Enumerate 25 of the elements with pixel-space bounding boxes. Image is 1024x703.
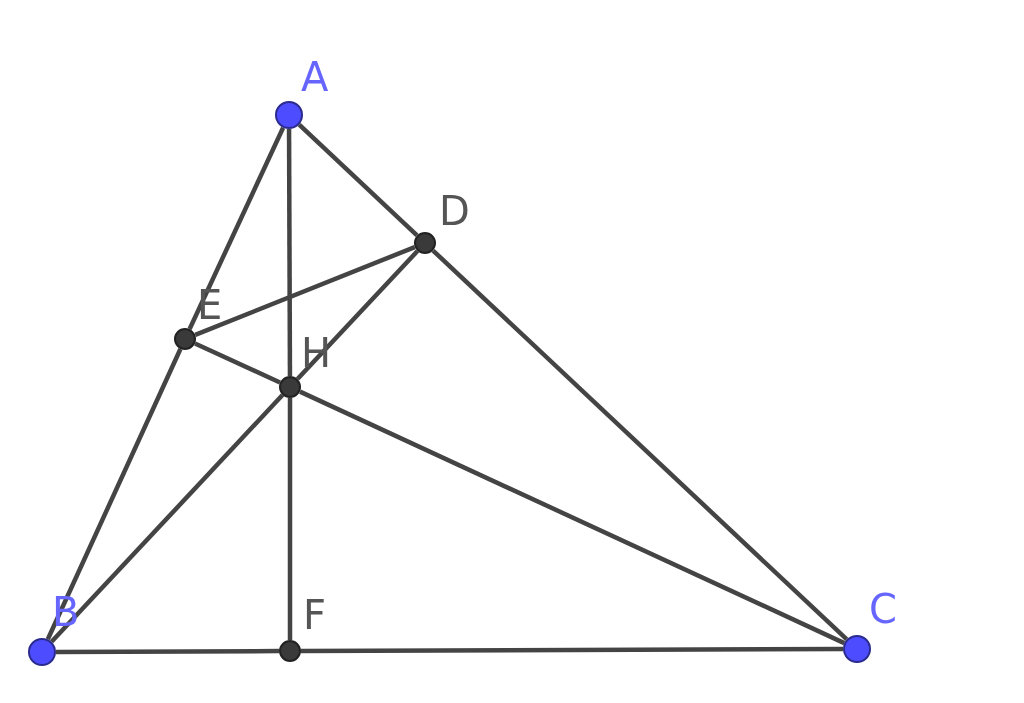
point	[279, 376, 301, 398]
line-segment	[194, 341, 281, 385]
point-label: D	[439, 191, 470, 231]
line-segment	[286, 129, 293, 376]
line-segment	[45, 348, 183, 641]
line-segment	[301, 646, 843, 654]
line-segment	[194, 245, 416, 337]
line-segment	[431, 248, 849, 642]
point	[174, 328, 196, 350]
point	[28, 638, 56, 666]
point	[275, 101, 303, 129]
point	[414, 232, 436, 254]
line-segment	[287, 398, 293, 640]
line-segment	[187, 126, 286, 330]
line-segment	[56, 648, 279, 655]
line-segment	[299, 389, 846, 646]
point	[279, 640, 301, 662]
line-segment	[49, 393, 285, 644]
point-label: A	[301, 57, 329, 97]
point-label: E	[197, 285, 223, 325]
line-segment	[297, 122, 419, 238]
point-label: C	[869, 589, 897, 629]
point	[843, 635, 871, 663]
line-segment	[295, 249, 420, 381]
point-label: F	[303, 595, 326, 635]
